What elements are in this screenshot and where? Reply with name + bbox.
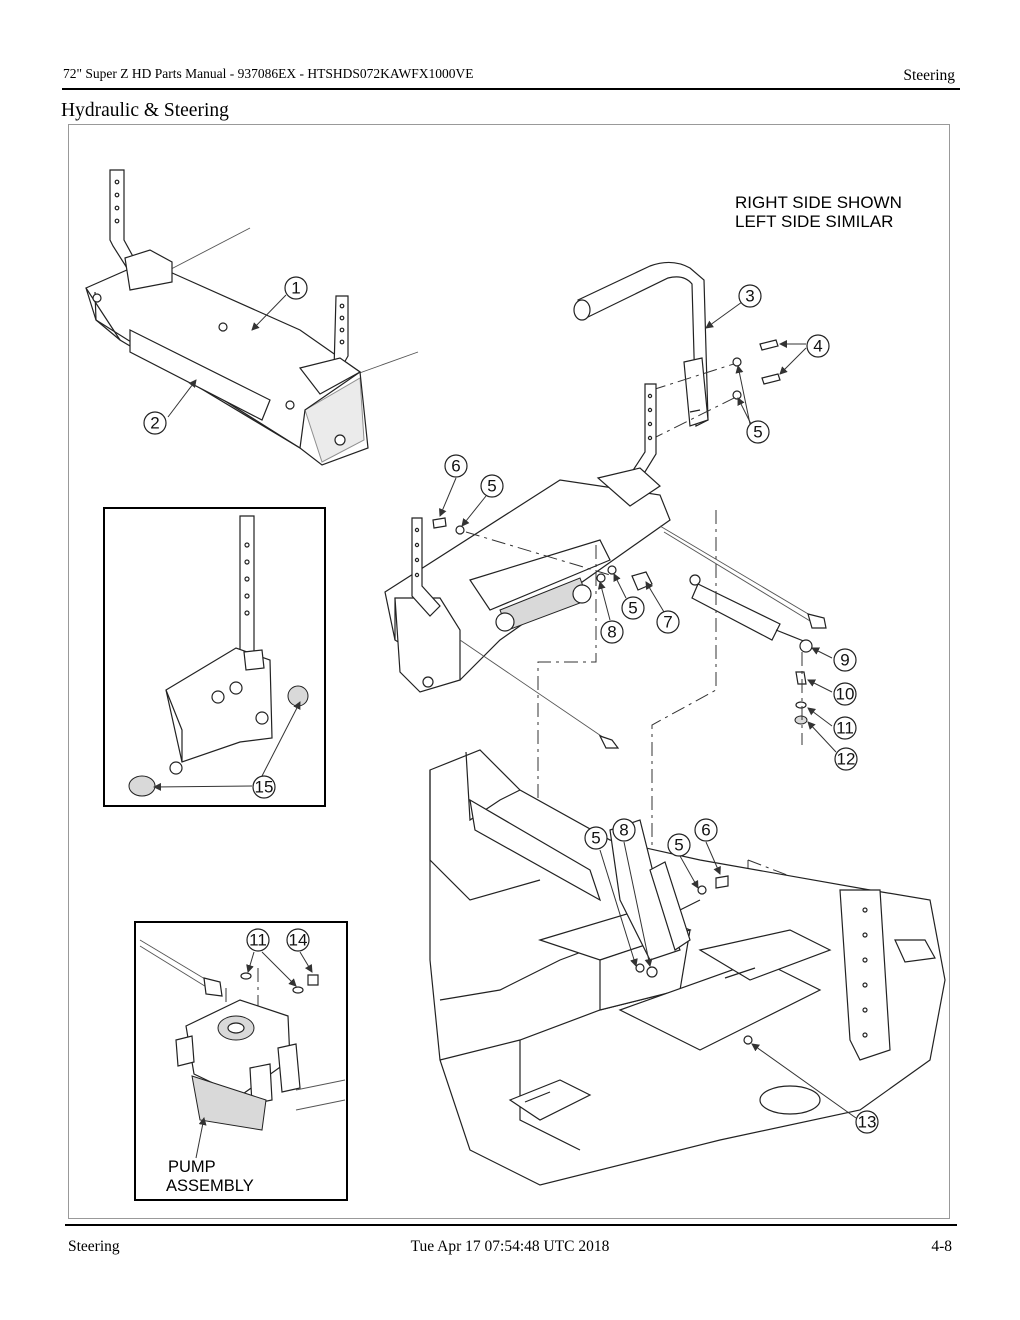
steering-handle — [573, 261, 781, 441]
callout-5e: 5 — [667, 833, 691, 857]
callout-5d: 5 — [584, 826, 608, 850]
inset-lever-detail — [103, 507, 326, 807]
svg-text:5: 5 — [674, 836, 683, 855]
header-section: Steering — [903, 67, 955, 84]
callout-10: 10 — [833, 682, 857, 706]
callout-3: 3 — [738, 284, 762, 308]
inset-pump-assembly — [134, 921, 348, 1201]
svg-text:5: 5 — [591, 829, 600, 848]
svg-text:7: 7 — [663, 613, 672, 632]
svg-text:13: 13 — [858, 1113, 877, 1132]
footer-section: Steering — [68, 1238, 120, 1255]
diagram-frame — [68, 124, 950, 1219]
callout-15: 15 — [252, 775, 276, 799]
page-title: Hydraulic & Steering — [61, 100, 229, 121]
note-line-2: LEFT SIDE SIMILAR — [735, 212, 893, 231]
chassis-frame — [429, 749, 946, 1186]
callout-8b: 8 — [612, 818, 636, 842]
footer-rule — [65, 1224, 957, 1226]
svg-text:5: 5 — [628, 599, 637, 618]
svg-text:9: 9 — [840, 651, 849, 670]
callout-1: 1 — [284, 276, 308, 300]
pump-assembly-label: PUMP ASSEMBLY — [166, 1158, 254, 1195]
svg-text:2: 2 — [150, 414, 159, 433]
callout-6b: 6 — [694, 818, 718, 842]
svg-text:8: 8 — [607, 623, 616, 642]
page-number: 4-8 — [931, 1238, 952, 1255]
svg-text:8: 8 — [619, 821, 628, 840]
callout-5a: 5 — [746, 420, 770, 444]
leader-lines — [153, 294, 857, 1159]
header-rule — [62, 88, 960, 90]
svg-text:15: 15 — [255, 778, 274, 797]
svg-text:11: 11 — [836, 719, 854, 738]
svg-text:5: 5 — [753, 423, 762, 442]
svg-text:10: 10 — [836, 685, 855, 704]
svg-text:4: 4 — [813, 337, 822, 356]
callout-4: 4 — [806, 334, 830, 358]
svg-text:1: 1 — [291, 279, 300, 298]
callout-bubbles: 1 2 3 4 5 5 6 5 7 8 9 10 11 12 15 5 8 5 … — [143, 276, 879, 1134]
callout-7: 7 — [656, 610, 680, 634]
upper-bracket-assembly — [85, 169, 419, 466]
callout-12: 12 — [834, 747, 858, 771]
callout-13: 13 — [855, 1110, 879, 1134]
callout-14: 14 — [286, 928, 310, 952]
svg-text:11: 11 — [249, 931, 267, 950]
svg-text:6: 6 — [451, 457, 460, 476]
svg-text:6: 6 — [701, 821, 710, 840]
middle-linkage-assembly — [384, 383, 827, 749]
pump-label-line-2: ASSEMBLY — [166, 1177, 254, 1195]
callout-5b: 5 — [480, 474, 504, 498]
callout-9: 9 — [833, 648, 857, 672]
svg-text:14: 14 — [289, 931, 308, 950]
note-line-1: RIGHT SIDE SHOWN — [735, 193, 902, 212]
footer-timestamp: Tue Apr 17 07:54:48 UTC 2018 — [410, 1238, 610, 1255]
callout-5c: 5 — [621, 596, 645, 620]
callout-6a: 6 — [444, 454, 468, 478]
svg-text:12: 12 — [837, 750, 856, 769]
callout-11b: 11 — [246, 928, 270, 952]
callout-8a: 8 — [600, 620, 624, 644]
manual-title: 72" Super Z HD Parts Manual - 937086EX -… — [63, 66, 474, 81]
pump-label-line-1: PUMP — [168, 1158, 216, 1176]
svg-text:5: 5 — [487, 477, 496, 496]
callout-11a: 11 — [833, 716, 857, 740]
note-text: RIGHT SIDE SHOWN LEFT SIDE SIMILAR — [735, 193, 902, 231]
callout-2: 2 — [143, 411, 167, 435]
svg-text:3: 3 — [745, 287, 754, 306]
